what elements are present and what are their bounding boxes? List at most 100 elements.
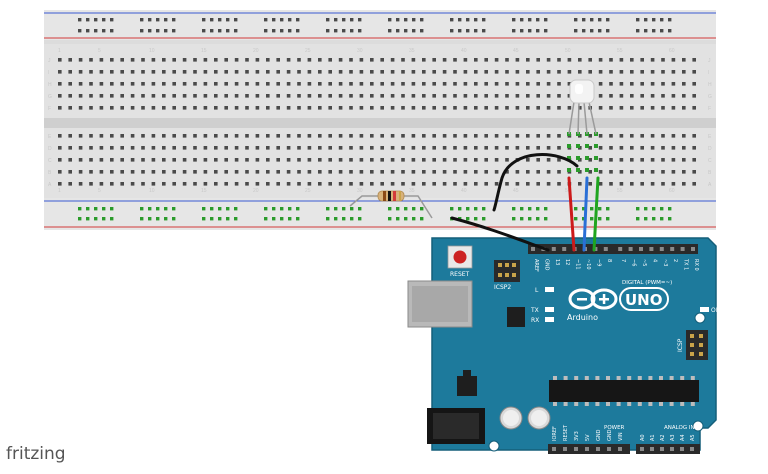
analog-pin[interactable] [690,447,694,451]
col-num: 50 [565,188,571,194]
breadboard-hole [99,170,104,174]
digital-pin[interactable] [639,247,643,251]
breadboard-hole [494,94,499,98]
breadboard-hole [619,94,624,98]
breadboard-hole [328,158,332,162]
breadboard-hole [630,146,634,150]
rail-hole [342,29,346,33]
wire-gnd-to-rail[interactable] [450,216,550,252]
breadboard-hole [234,94,239,98]
bottom-power-rail [44,198,716,230]
digital-pin[interactable] [670,247,675,251]
digital-pin[interactable] [659,247,664,251]
breadboard-hole [515,94,520,98]
rail-hole [296,18,300,22]
breadboard-hole [193,94,197,98]
rail-hole [528,207,532,211]
wire-led-cathode[interactable] [492,153,579,212]
rail-hole [326,207,330,211]
breadboard-hole [214,170,218,174]
analog-pin[interactable] [640,447,644,451]
breadboard-hole [640,106,644,110]
breadboard-hole [515,58,520,62]
row-letter: D [708,146,712,152]
power-pin[interactable] [607,447,611,451]
breadboard-hole [359,158,364,162]
digital-pin[interactable] [680,247,685,251]
breadboard-hole [401,158,405,162]
power-pin[interactable] [574,447,578,451]
digital-pin[interactable] [603,247,608,251]
rail-hole [644,18,648,22]
rail-hole [78,29,82,33]
rail-hole [164,18,168,22]
col-num: 10 [149,48,155,54]
wire-blue[interactable] [582,176,589,252]
wire-green[interactable] [592,176,600,252]
digital-pin[interactable] [691,247,695,251]
icsp-pins [690,334,703,356]
rgb-led[interactable] [568,79,597,135]
analog-pin[interactable] [660,447,664,451]
led-rx-label: RX [531,317,539,324]
power-pin[interactable] [563,447,567,451]
led-leg [588,101,597,135]
digital-pin-label: ~5 [641,259,647,266]
breadboard-hole [130,182,135,186]
col-num: 55 [617,188,623,194]
power-pin[interactable] [596,447,600,451]
breadboard-hole [463,94,468,98]
analog-pin[interactable] [680,447,684,451]
logo-infinity-right [590,288,618,310]
breadboard-hole [318,146,322,150]
breadboard-hole [182,82,187,86]
breadboard-hole [463,82,468,86]
breadboard-hole [692,58,696,62]
breadboard-hole [162,106,166,110]
digital-pin[interactable] [531,247,535,251]
breadboard-hole [640,70,644,74]
digital-pin[interactable] [649,247,654,251]
breadboard-hole [182,146,187,150]
analog-pin[interactable] [670,447,674,451]
breadboard-hole [692,82,696,86]
breadboard-hole [172,94,176,98]
digital-pin[interactable] [551,247,556,251]
breadboard-hole [224,106,228,110]
reset-button[interactable] [453,250,467,264]
row-letter: J [708,58,711,64]
rail-hole [156,18,160,22]
wire-red[interactable] [567,176,576,252]
breadboard-hole [515,134,520,138]
breadboard-hole [682,58,686,62]
resistor[interactable] [349,190,433,219]
rail-hole [272,29,276,33]
breadboard-hole [442,182,447,186]
power-pin[interactable] [618,447,622,451]
breadboard-hole [162,134,166,138]
breadboard-hole [245,170,249,174]
breadboard-hole [494,82,499,86]
analog-pin[interactable] [650,447,654,451]
breadboard-hole [515,146,520,150]
breadboard-hole [598,70,603,74]
digital-pin[interactable] [562,247,567,251]
breadboard-hole [328,70,332,74]
row-letter: I [708,70,709,76]
usb-connector-inner [412,286,468,322]
chip-pin [627,402,632,406]
rail-hole [148,207,152,211]
breadboard-hole [359,182,364,186]
power-pin[interactable] [552,447,556,451]
breadboard-hole [182,94,187,98]
digital-pin[interactable] [628,247,633,251]
breadboard-hole [58,94,62,98]
breadboard-hole [650,170,655,174]
rail-hole [412,207,416,211]
breadboard-hole [68,58,72,62]
breadboard-hole [453,58,457,62]
power-pin[interactable] [585,447,589,451]
digital-pin[interactable] [618,247,623,251]
breadboard-hole [567,82,572,86]
breadboard-hole [193,106,197,110]
